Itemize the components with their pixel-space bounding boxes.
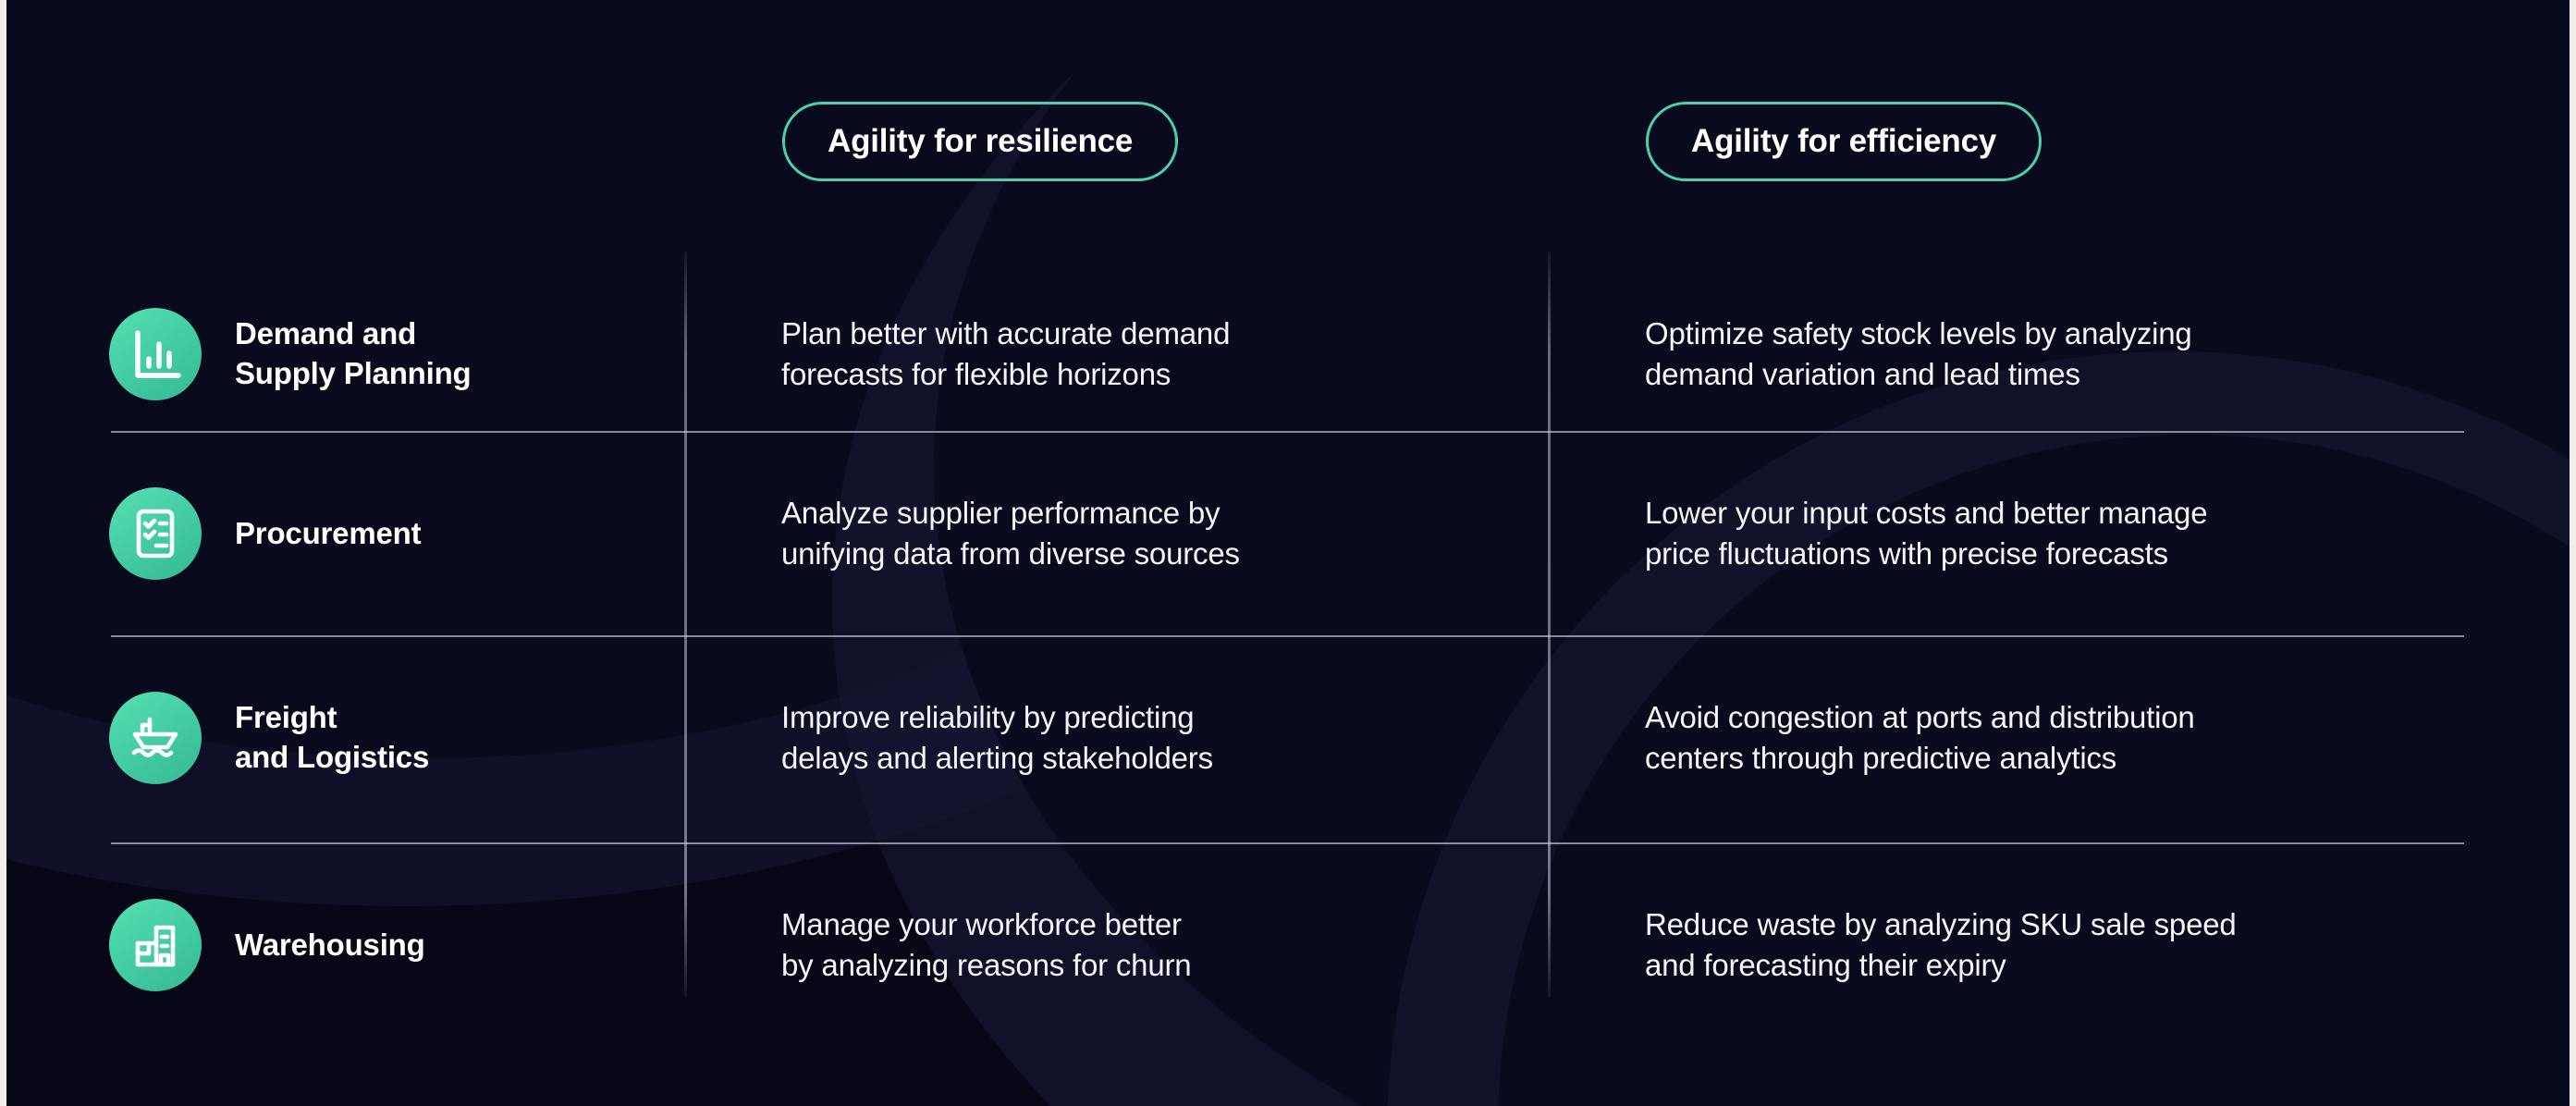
cell-text: Plan better with accurate demand forecas… xyxy=(781,315,1231,391)
table-row: Warehousing Manage your workforce better… xyxy=(0,842,2576,1048)
row-category-label: Procurement xyxy=(235,515,422,550)
cell-efficiency: Lower your input costs and better manage… xyxy=(1645,431,2477,636)
cell-text: Optimize safety stock levels by analyzin… xyxy=(1645,315,2192,391)
table-row: Freight and Logistics Improve reliabilit… xyxy=(0,635,2576,841)
table-row: Procurement Analyze supplier performance… xyxy=(0,431,2576,636)
warehouse-building-icon xyxy=(109,899,202,991)
cargo-ship-icon xyxy=(109,692,202,784)
cell-text: Reduce waste by analyzing SKU sale speed… xyxy=(1645,906,2237,982)
row-category-label: Demand and Supply Planning xyxy=(235,316,472,390)
cell-efficiency: Reduce waste by analyzing SKU sale speed… xyxy=(1645,842,2477,1048)
cell-resilience: Analyze supplier performance by unifying… xyxy=(781,431,1521,636)
checklist-clipboard-icon xyxy=(109,487,202,580)
table-row: Demand and Supply Planning Plan better w… xyxy=(0,252,2576,457)
row-category-demand-and-supply-planning[interactable]: Demand and Supply Planning xyxy=(109,252,664,457)
column-header-efficiency-label: Agility for efficiency xyxy=(1691,123,1997,159)
cell-resilience: Plan better with accurate demand forecas… xyxy=(781,252,1521,457)
cell-text: Avoid congestion at ports and distributi… xyxy=(1645,699,2195,775)
column-header-resilience[interactable]: Agility for resilience xyxy=(782,102,1179,181)
row-category-label: Freight and Logistics xyxy=(235,700,430,774)
row-category-label: Warehousing xyxy=(235,927,425,962)
right-edge-strip xyxy=(2570,0,2576,1106)
cell-text: Analyze supplier performance by unifying… xyxy=(781,495,1240,571)
cell-text: Manage your workforce better by analyzin… xyxy=(781,906,1192,982)
left-edge-strip xyxy=(0,0,6,1106)
row-category-procurement[interactable]: Procurement xyxy=(109,431,664,636)
row-category-warehousing[interactable]: Warehousing xyxy=(109,842,664,1048)
column-header-efficiency[interactable]: Agility for efficiency xyxy=(1646,102,2042,181)
cell-efficiency: Optimize safety stock levels by analyzin… xyxy=(1645,252,2477,457)
cell-resilience: Manage your workforce better by analyzin… xyxy=(781,842,1521,1048)
row-category-freight-and-logistics[interactable]: Freight and Logistics xyxy=(109,635,664,841)
cell-text: Lower your input costs and better manage… xyxy=(1645,495,2208,571)
bar-chart-icon xyxy=(109,308,202,400)
cell-efficiency: Avoid congestion at ports and distributi… xyxy=(1645,635,2477,841)
cell-resilience: Improve reliability by predicting delays… xyxy=(781,635,1521,841)
column-header-resilience-label: Agility for resilience xyxy=(828,123,1134,159)
cell-text: Improve reliability by predicting delays… xyxy=(781,699,1213,775)
